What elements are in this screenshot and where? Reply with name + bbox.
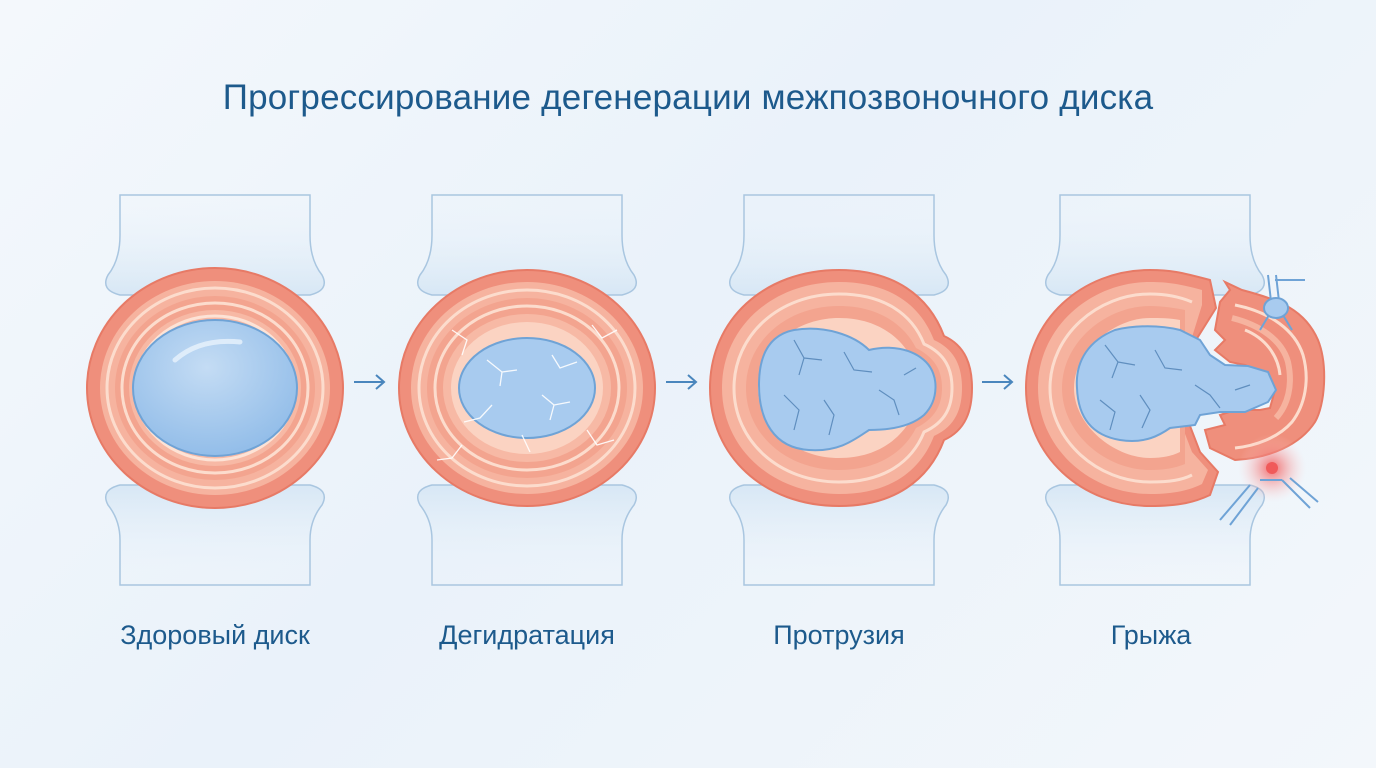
lower-vertebra	[729, 484, 949, 586]
dehydrated-disc-icon	[398, 194, 656, 586]
stage-herniation	[1020, 190, 1340, 590]
arrow-right-icon	[354, 374, 386, 390]
lower-vertebra	[105, 484, 325, 586]
cracks	[1099, 344, 1251, 431]
cracks	[436, 324, 618, 461]
arrow-right-icon	[982, 374, 1014, 390]
stage-healthy-disc	[80, 190, 350, 590]
stage-dehydration	[392, 190, 662, 590]
herniation-disc-icon	[1024, 194, 1326, 586]
stage-protrusion	[704, 190, 974, 590]
stage-label-healthy: Здоровый диск	[120, 620, 310, 650]
stage-label-protrusion: Протрузия	[773, 620, 905, 650]
nerve-root-lower	[1219, 477, 1319, 526]
healthy-disc-icon	[86, 194, 344, 586]
cracks	[783, 339, 917, 436]
stage-label-herniation: Грыжа	[1110, 620, 1192, 650]
upper-vertebra	[417, 194, 637, 296]
arrow-right-icon	[666, 374, 698, 390]
protrusion-disc-icon	[708, 194, 974, 586]
upper-vertebra	[105, 194, 325, 296]
page-title: Прогрессирование дегенерации межпозвоноч…	[222, 78, 1154, 117]
stage-label-dehydration: Дегидратация	[439, 620, 615, 650]
nerve-ganglion-upper	[1263, 297, 1289, 319]
inflammation-core	[1266, 462, 1278, 474]
lower-vertebra	[417, 484, 637, 586]
upper-vertebra	[729, 194, 949, 296]
